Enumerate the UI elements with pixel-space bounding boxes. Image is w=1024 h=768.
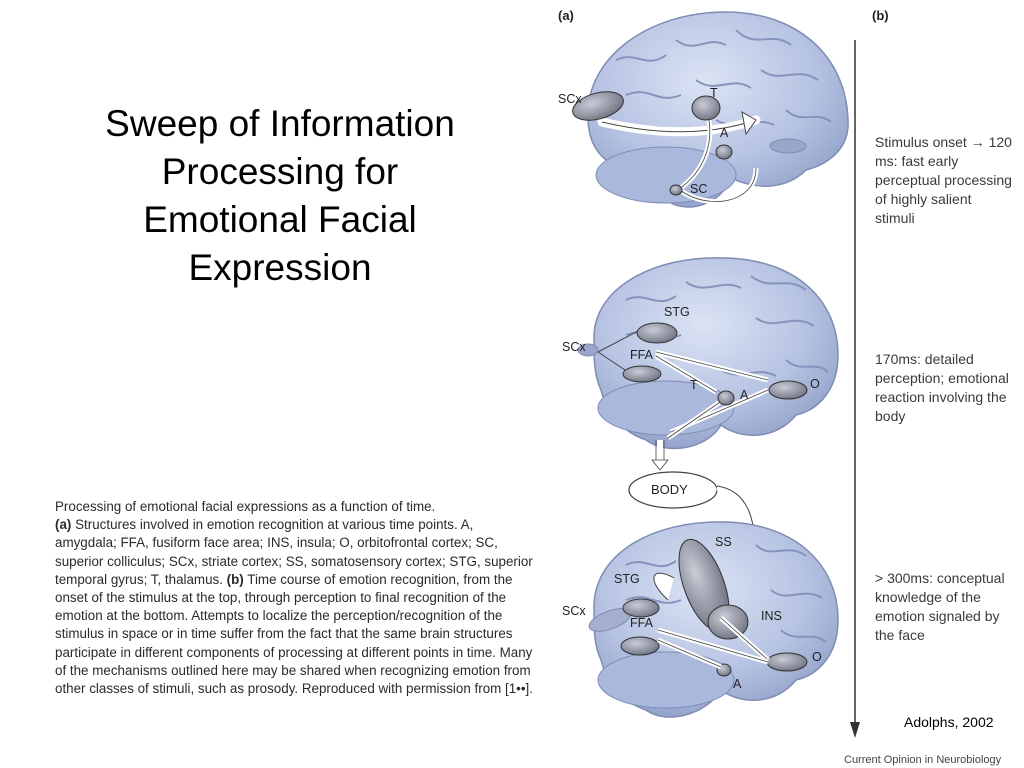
brain3-stg-label: STG — [614, 572, 640, 586]
brain3-ss-label: SS — [715, 535, 732, 549]
caption-part-a-text: Structures involved in emotion recogniti… — [55, 517, 533, 587]
title-line-4: Expression — [188, 247, 372, 288]
caption-body: (a) Structures involved in emotion recog… — [55, 516, 533, 698]
brain1-t-label: T — [710, 86, 718, 100]
brain1-scx-label: SCx — [558, 92, 582, 106]
brain3-scx-label: SCx — [562, 604, 586, 618]
caption-line-1: Processing of emotional facial expressio… — [55, 499, 436, 514]
brain2-t-label: T — [690, 378, 698, 392]
timeline-stage-3: > 300ms: conceptual knowledge of the emo… — [875, 570, 1005, 643]
brain2-ffa-label: FFA — [630, 348, 653, 362]
caption-part-b-text: Time course of emotion recognition, from… — [55, 571, 533, 697]
caption-part-a-letter: (a) — [55, 517, 72, 533]
brain1-sc-label: SC — [690, 182, 708, 196]
figure-caption: Processing of emotional facial expressio… — [55, 498, 533, 698]
title-line-1: Sweep of Information — [105, 103, 455, 144]
slide-title: Sweep of Information Processing for Emot… — [60, 100, 500, 292]
brain2-a-label: A — [740, 388, 749, 402]
brain-3 — [588, 521, 839, 718]
caption-part-b-letter: (b) — [226, 571, 244, 587]
author-credit: Adolphs, 2002 — [904, 714, 994, 730]
timeline-stage-2: 170ms: detailed perception; emotional re… — [875, 351, 1009, 424]
time-axis — [850, 40, 860, 738]
brain-2 — [577, 257, 839, 471]
title-line-2: Processing for — [161, 151, 399, 192]
panel-b-letter: (b) — [872, 8, 889, 23]
brain-figure-art — [572, 11, 860, 738]
brain2-scx-label: SCx — [562, 340, 586, 354]
brain1-a-label: A — [720, 126, 729, 140]
timeline-stage-1: Stimulus onset → 120 ms: fast early perc… — [875, 134, 1012, 226]
body-label: BODY — [651, 482, 688, 497]
brain2-stg-label: STG — [664, 305, 690, 319]
panel-a-letter: (a) — [558, 8, 574, 23]
title-line-3: Emotional Facial — [143, 199, 417, 240]
brain3-a-label: A — [733, 677, 742, 691]
brain3-ins-label: INS — [761, 609, 782, 623]
brain3-ffa-label: FFA — [630, 616, 653, 630]
brain-figure: (a) (b) SCx T A SC STG SCx FFA T A O BOD… — [556, 0, 1024, 768]
brain3-o-label: O — [812, 650, 822, 664]
brain-1 — [572, 11, 849, 208]
journal-credit: Current Opinion in Neurobiology — [844, 754, 1002, 766]
brain2-o-label: O — [810, 377, 820, 391]
